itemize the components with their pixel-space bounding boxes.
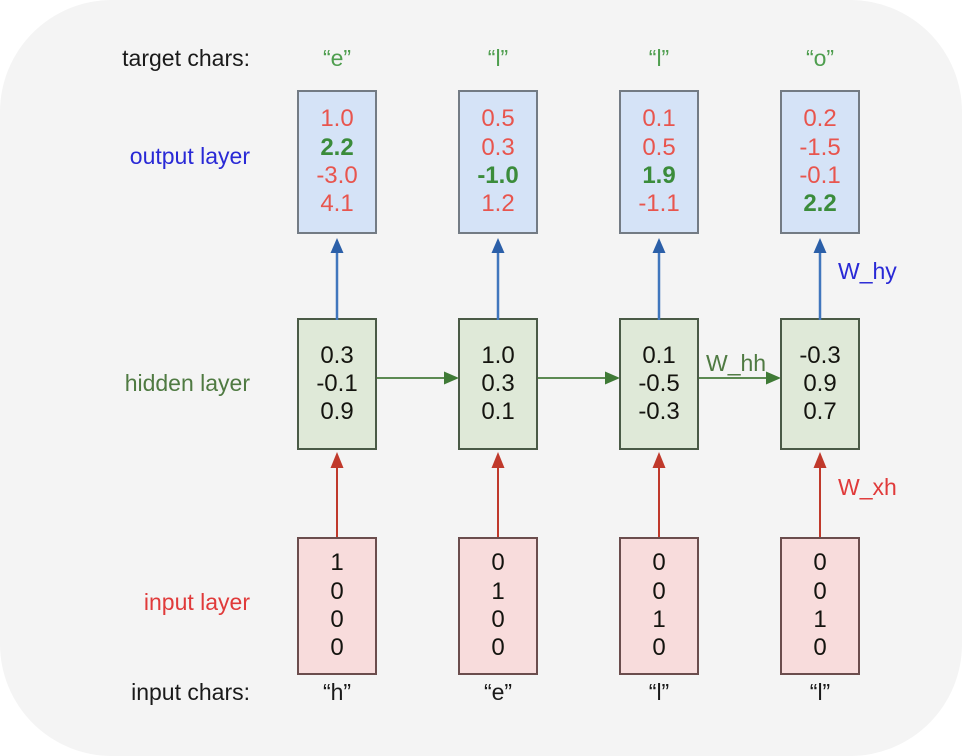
output-vector-3: 0.1 0.5 1.9 -1.1 [619, 90, 699, 234]
input-cell: 1 [491, 577, 505, 605]
hidden-cell: -0.5 [638, 369, 680, 397]
hidden-layer-label: hidden layer [124, 370, 250, 396]
hidden-cell: 0.7 [803, 398, 837, 426]
hidden-cell: 0.1 [481, 398, 515, 426]
hidden-cell: 0.3 [481, 369, 515, 397]
hidden-cell: 0.9 [803, 369, 837, 397]
hidden-cell: 0.9 [320, 398, 354, 426]
arrow-input-to-hidden-1 [326, 452, 348, 537]
arrow-hidden-to-output-1 [326, 238, 348, 320]
input-cell: 0 [491, 606, 505, 633]
output-vector-4: 0.2 -1.5 -0.1 2.2 [780, 90, 860, 234]
hidden-cell: -0.3 [638, 398, 680, 426]
input-cell: 0 [652, 549, 666, 577]
input-cell: 0 [652, 634, 666, 662]
input-vector-4: 0 0 1 0 [780, 537, 860, 675]
target-char-4: “o” [805, 45, 835, 71]
input-cell: 0 [330, 606, 344, 633]
hidden-cell: -0.3 [799, 341, 841, 369]
arrow-input-to-hidden-4 [809, 452, 831, 537]
input-vector-3: 0 0 1 0 [619, 537, 699, 675]
hidden-vector-1: 0.3 -0.1 0.9 [297, 318, 377, 450]
input-cell: 0 [813, 634, 827, 662]
arrow-hidden-to-hidden-2 [538, 367, 620, 389]
arrow-input-to-hidden-3 [648, 452, 670, 537]
input-cell: 0 [491, 549, 505, 577]
target-char-1: “e” [322, 45, 352, 71]
hidden-cell: 0.1 [642, 341, 676, 369]
output-cell: -1.1 [638, 190, 680, 218]
input-chars-label: input chars: [131, 679, 250, 705]
arrow-hidden-to-output-4 [809, 238, 831, 320]
output-cell: 0.3 [481, 133, 515, 161]
hidden-cell: 1.0 [481, 341, 515, 369]
output-cell: 1.9 [642, 162, 676, 189]
arrow-hidden-to-hidden-3 [699, 367, 781, 389]
output-vector-2: 0.5 0.3 -1.0 1.2 [458, 90, 538, 234]
input-cell: 0 [813, 549, 827, 577]
output-cell: 0.5 [642, 133, 676, 161]
output-cell: 0.5 [481, 105, 515, 133]
hidden-cell: -0.1 [316, 369, 358, 397]
arrow-hidden-to-hidden-1 [377, 367, 459, 389]
input-cell: 0 [813, 577, 827, 605]
target-chars-label: target chars: [122, 45, 250, 71]
output-cell: 4.1 [320, 190, 354, 218]
hidden-vector-4: -0.3 0.9 0.7 [780, 318, 860, 450]
weight-label-w-xh: W_xh [838, 474, 897, 500]
input-cell: 1 [652, 606, 666, 633]
hidden-vector-2: 1.0 0.3 0.1 [458, 318, 538, 450]
input-char-2: “e” [483, 679, 513, 705]
input-cell: 1 [330, 549, 344, 577]
output-layer-label: output layer [129, 143, 250, 169]
output-cell: 1.2 [481, 190, 515, 218]
output-vector-1: 1.0 2.2 -3.0 4.1 [297, 90, 377, 234]
arrow-input-to-hidden-2 [487, 452, 509, 537]
input-char-1: “h” [322, 679, 352, 705]
target-char-3: “l” [648, 45, 670, 71]
weight-label-w-hh: W_hh [706, 350, 767, 376]
weight-label-w-hy: W_hy [838, 258, 897, 284]
input-cell: 0 [491, 634, 505, 662]
output-cell: -0.1 [799, 162, 841, 189]
input-vector-1: 1 0 0 0 [297, 537, 377, 675]
output-cell: -3.0 [316, 162, 358, 189]
input-char-3: “l” [648, 679, 670, 705]
input-char-4: “l” [809, 679, 831, 705]
arrow-hidden-to-output-2 [487, 238, 509, 320]
output-cell: -1.0 [477, 162, 519, 189]
arrow-hidden-to-output-3 [648, 238, 670, 320]
output-cell: 2.2 [803, 190, 837, 218]
hidden-vector-3: 0.1 -0.5 -0.3 [619, 318, 699, 450]
hidden-cell: 0.3 [320, 341, 354, 369]
input-layer-label: input layer [143, 589, 250, 615]
input-cell: 0 [330, 634, 344, 662]
output-cell: 2.2 [320, 133, 354, 161]
output-cell: 0.2 [803, 105, 837, 133]
input-vector-2: 0 1 0 0 [458, 537, 538, 675]
output-cell: -1.5 [799, 133, 841, 161]
output-cell: 1.0 [320, 105, 354, 133]
input-cell: 0 [652, 577, 666, 605]
input-cell: 1 [813, 606, 827, 633]
output-cell: 0.1 [642, 105, 676, 133]
target-char-2: “l” [487, 45, 509, 71]
input-cell: 0 [330, 577, 344, 605]
